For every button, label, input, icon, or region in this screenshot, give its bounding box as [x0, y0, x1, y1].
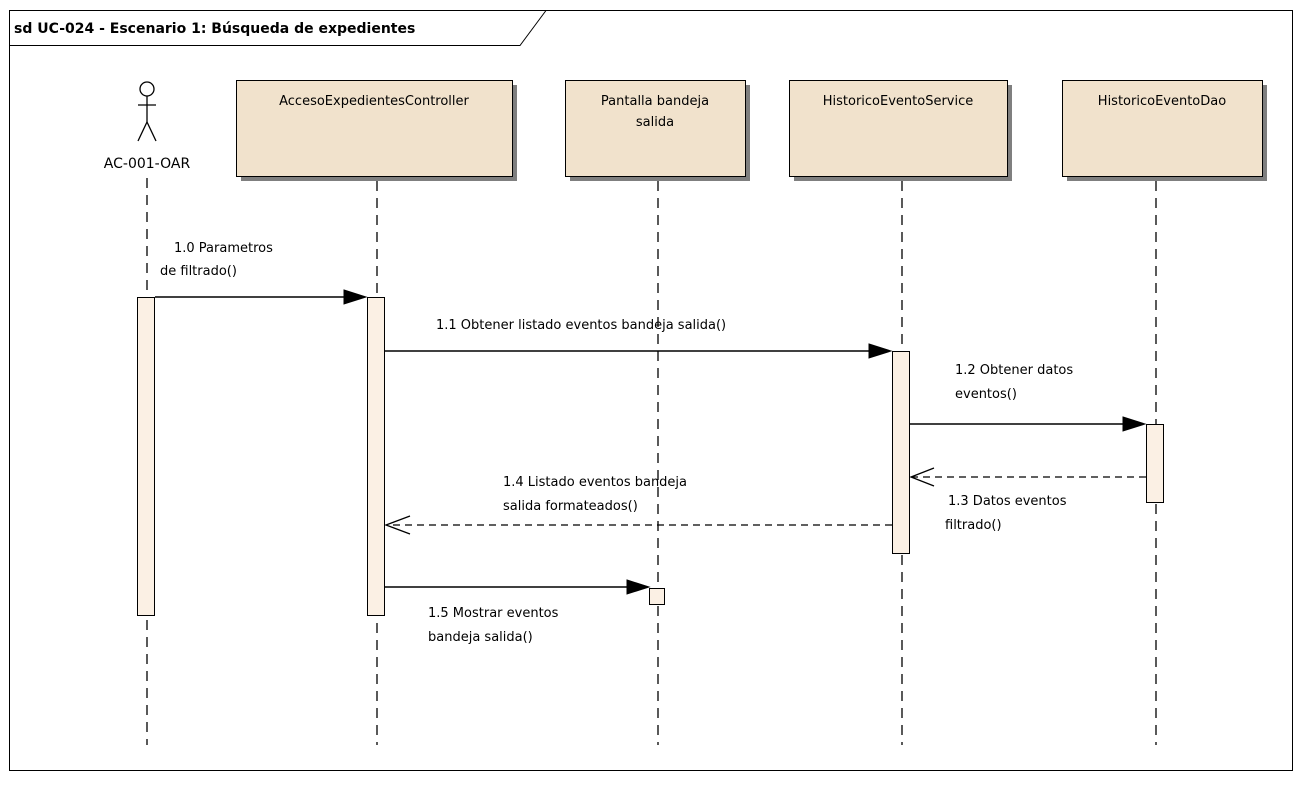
solid-arrowhead-icon [1122, 416, 1147, 432]
message-label-line-1: 1.4 Listado eventos bandeja [503, 475, 687, 490]
activation-service [892, 351, 910, 554]
activation-controller [367, 297, 385, 616]
open-arrowhead-icon [909, 467, 935, 487]
frame-title-tab [9, 10, 547, 46]
message-label-line-2: filtrado() [945, 518, 1002, 533]
message-1-2: 1.2 Obtener datos eventos() [910, 363, 1147, 432]
participant-pantalla-bandeja-salida: Pantalla bandeja salida [565, 80, 750, 181]
message-label-line-2: salida formateados() [503, 499, 638, 514]
solid-arrowhead-icon [626, 579, 651, 595]
solid-arrowhead-icon [868, 343, 893, 359]
activation-pantalla [649, 588, 665, 605]
actor-figure [137, 81, 157, 142]
actor-label: AC-001-OAR [104, 156, 191, 172]
participant-acceso-expedientes-controller: AccesoExpedientesController [236, 80, 517, 181]
message-label-line-1: 1.3 Datos eventos [948, 494, 1067, 509]
activation-dao [1146, 424, 1164, 503]
solid-arrowhead-icon [343, 289, 368, 305]
participant-label-line-1: Pantalla bandeja [601, 94, 709, 109]
message-label: 1.1 Obtener listado eventos bandeja sali… [436, 318, 726, 333]
message-1-3: 1.3 Datos eventos filtrado() [909, 467, 1146, 533]
message-1-5: 1.5 Mostrar eventos bandeja salida() [385, 579, 651, 645]
participant-label: HistoricoEventoService [823, 94, 974, 109]
message-label-line-2: eventos() [955, 387, 1017, 402]
activation-actor [137, 297, 155, 616]
participant-label: HistoricoEventoDao [1098, 94, 1226, 109]
message-label-line-2: de filtrado() [160, 264, 237, 279]
participant-historico-evento-dao: HistoricoEventoDao [1062, 80, 1267, 181]
message-label-line-1: 1.2 Obtener datos [955, 363, 1073, 378]
participant-label: AccesoExpedientesController [279, 94, 469, 109]
message-1-0: 1.0 Parametros de filtrado() [155, 241, 368, 305]
message-label-line-1: 1.0 Parametros [174, 241, 273, 256]
message-label-line-1: 1.5 Mostrar eventos [428, 606, 559, 621]
message-1-1: 1.1 Obtener listado eventos bandeja sali… [385, 318, 893, 359]
message-1-4: 1.4 Listado eventos bandeja salida forma… [384, 475, 892, 535]
participant-historico-evento-service: HistoricoEventoService [789, 80, 1012, 181]
message-label-line-2: bandeja salida() [428, 630, 533, 645]
actor-head-icon [139, 81, 155, 97]
participant-label-line-2: salida [636, 115, 674, 130]
frame-title: sd UC-024 - Escenario 1: Búsqueda de exp… [14, 21, 415, 37]
open-arrowhead-icon [384, 515, 411, 535]
